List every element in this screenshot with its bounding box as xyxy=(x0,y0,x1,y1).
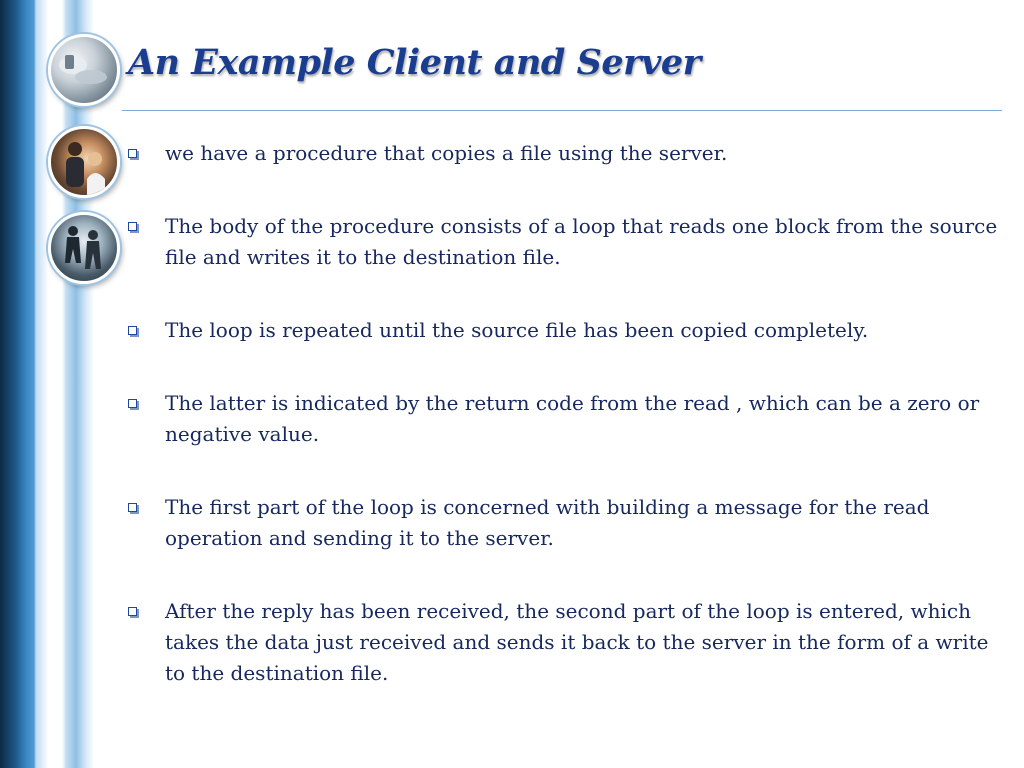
objects-photo-circle xyxy=(48,34,120,106)
business-people-photo-icon xyxy=(65,226,101,269)
square-bullet-icon xyxy=(128,503,137,512)
bullet-item: The latter is indicated by the return co… xyxy=(124,388,1004,450)
square-bullet-icon xyxy=(128,326,137,335)
bullet-text: After the reply has been received, the s… xyxy=(165,599,989,685)
square-bullet-icon xyxy=(128,607,137,616)
square-bullet-icon xyxy=(128,399,137,408)
people-photo-icon xyxy=(66,142,105,195)
business-people-photo-circle xyxy=(48,212,120,284)
objects-photo-icon xyxy=(59,55,107,84)
slide-title: An Example Client and Server xyxy=(128,42,701,83)
bullet-item: After the reply has been received, the s… xyxy=(124,596,1004,689)
bullet-item: The loop is repeated until the source fi… xyxy=(124,315,1004,346)
bullet-item: The body of the procedure consists of a … xyxy=(124,211,1004,273)
title-divider xyxy=(122,110,1002,111)
bullet-item: we have a procedure that copies a file u… xyxy=(124,138,1004,169)
side-decoration-band xyxy=(0,0,94,768)
square-bullet-icon xyxy=(128,149,137,158)
square-bullet-icon xyxy=(128,222,137,231)
bullet-text: The first part of the loop is concerned … xyxy=(165,495,930,550)
bullet-list: we have a procedure that copies a file u… xyxy=(124,138,1004,731)
bullet-text: The body of the procedure consists of a … xyxy=(165,214,998,269)
bullet-item: The first part of the loop is concerned … xyxy=(124,492,1004,554)
people-photo-circle xyxy=(48,126,120,198)
bullet-text: we have a procedure that copies a file u… xyxy=(165,141,728,165)
bullet-text: The loop is repeated until the source fi… xyxy=(165,318,869,342)
bullet-text: The latter is indicated by the return co… xyxy=(165,391,980,446)
